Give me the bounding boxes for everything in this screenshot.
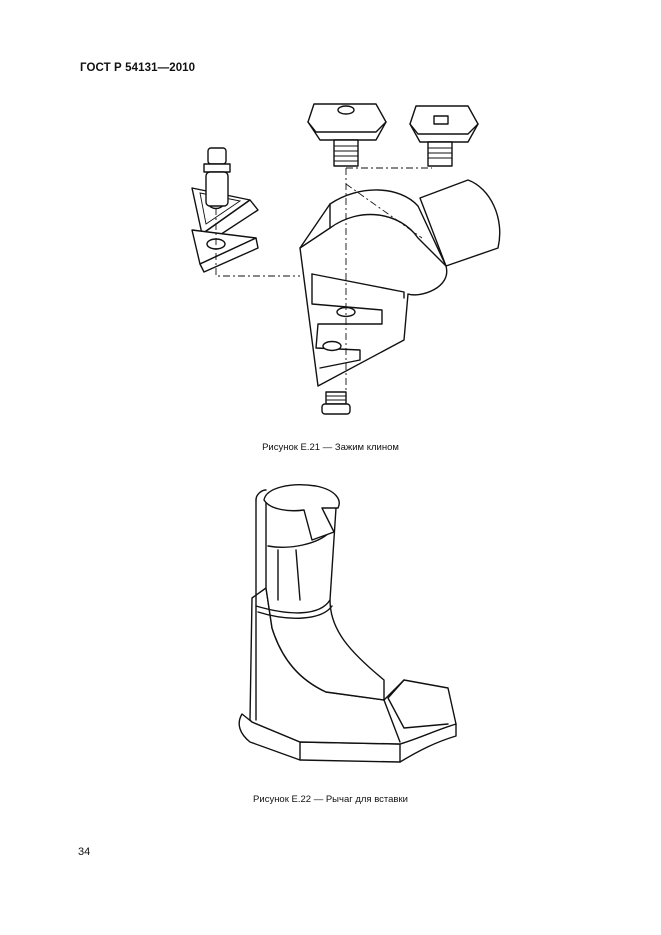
figure-caption-e22: Рисунок Е.22 — Рычаг для вставки <box>253 794 408 805</box>
figure-caption-e21: Рисунок Е.21 — Зажим клином <box>262 442 399 453</box>
wedge-clamp-right <box>409 105 479 167</box>
figure-insert-lever <box>0 480 661 780</box>
insert-lever-drawing <box>238 484 457 763</box>
wedge-clamp-drawing <box>191 103 501 415</box>
insert-lever <box>238 484 457 763</box>
figure-wedge-clamp <box>0 88 661 428</box>
bottom-screw <box>321 391 351 415</box>
page-number: 34 <box>78 846 91 858</box>
document-standard-header: ГОСТ Р 54131—2010 <box>80 62 196 74</box>
wedge-clamp-center <box>307 103 387 167</box>
pin <box>203 147 231 207</box>
triangular-shim <box>191 229 259 273</box>
tool-holder-body <box>299 179 501 387</box>
